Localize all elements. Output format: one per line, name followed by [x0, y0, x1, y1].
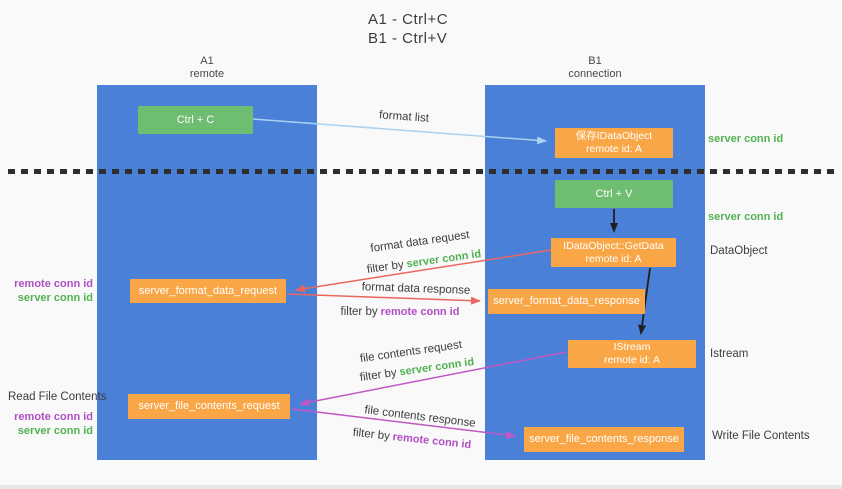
annotation-istream: Istream: [710, 348, 749, 360]
remote-conn-id-text: remote conn id: [380, 306, 460, 318]
annotation-server-conn-id: server conn id: [17, 292, 93, 304]
node-ctrl-c: Ctrl + C: [138, 106, 253, 134]
node-getdata-line2: remote id: A: [585, 252, 642, 265]
lane-header-b1: B1 connection: [485, 55, 705, 81]
node-server-file-contents-request: server_file_contents_request: [128, 394, 290, 419]
filter-by-text: filter by: [352, 426, 391, 443]
remote-conn-id-text: remote conn id: [392, 431, 472, 452]
node-save-dataobject-line2: remote id: A: [585, 143, 643, 155]
node-save-dataobject: 保存IDataObject remote id: A: [555, 128, 673, 158]
node-server-format-data-request: server_format_data_request: [130, 279, 286, 303]
filter-by-text: filter by: [366, 258, 405, 276]
machine-boundary-dotted-line: [8, 169, 836, 174]
node-file-request-label: server_file_contents_request: [138, 400, 280, 412]
node-getdata-line1: IDataObject::GetData: [563, 239, 664, 252]
diagram-title: A1 - Ctrl+C B1 - Ctrl+V: [368, 10, 448, 48]
server-conn-id-text: server conn id: [398, 356, 475, 379]
title-line-1: A1 - Ctrl+C: [368, 11, 449, 28]
node-file-response-label: server_file_contents_response: [529, 433, 679, 445]
lane-header-a1: A1 remote: [97, 55, 317, 81]
node-istream-line1: IStream: [613, 341, 651, 353]
annotation-conn-ids-format: remote conn id server conn id: [0, 277, 93, 305]
lane-b1-name: B1: [588, 55, 602, 67]
node-istream-line2: remote id: A: [603, 354, 661, 366]
label-format-list: format list: [378, 109, 430, 125]
lane-a1-name: A1: [200, 55, 214, 67]
node-format-response-label: server_format_data_response: [493, 295, 640, 307]
node-server-format-data-response: server_format_data_response: [488, 289, 645, 314]
filter-by-text: filter by: [359, 366, 398, 384]
annotation-dataobject: DataObject: [710, 245, 768, 257]
node-ctrl-v-label: Ctrl + V: [595, 187, 633, 200]
annotation-server-conn-id-top: server conn id: [708, 133, 784, 145]
node-istream: IStream remote id: A: [568, 340, 696, 368]
lane-a1-subtitle: remote: [189, 68, 225, 80]
annotation-read-file-contents: Read File Contents: [8, 391, 107, 403]
annotation-remote-conn-id: remote conn id: [14, 278, 93, 290]
annotation-server-conn-id-mid: server conn id: [708, 211, 784, 223]
lane-b1-subtitle: connection: [568, 68, 622, 80]
server-conn-id-text: server conn id: [405, 248, 482, 271]
label-format-data-response: format data response: [361, 281, 471, 297]
label-file-contents-response: file contents response: [363, 404, 477, 430]
node-idataobject-getdata: IDataObject::GetData remote id: A: [551, 238, 676, 267]
node-ctrl-v: Ctrl + V: [555, 180, 673, 208]
annotation-write-file-contents: Write File Contents: [712, 430, 810, 442]
filter-by-text: filter by: [340, 306, 378, 318]
node-format-request-label: server_format_data_request: [138, 284, 278, 297]
title-line-2: B1 - Ctrl+V: [368, 30, 448, 47]
node-save-dataobject-line1: 保存IDataObject: [575, 130, 653, 142]
node-server-file-contents-response: server_file_contents_response: [524, 427, 684, 452]
annotation-server-conn-id: server conn id: [17, 425, 93, 437]
annotation-remote-conn-id: remote conn id: [14, 411, 93, 423]
annotation-conn-ids-file: remote conn id server conn id: [0, 410, 93, 438]
node-ctrl-c-label: Ctrl + C: [176, 113, 215, 126]
